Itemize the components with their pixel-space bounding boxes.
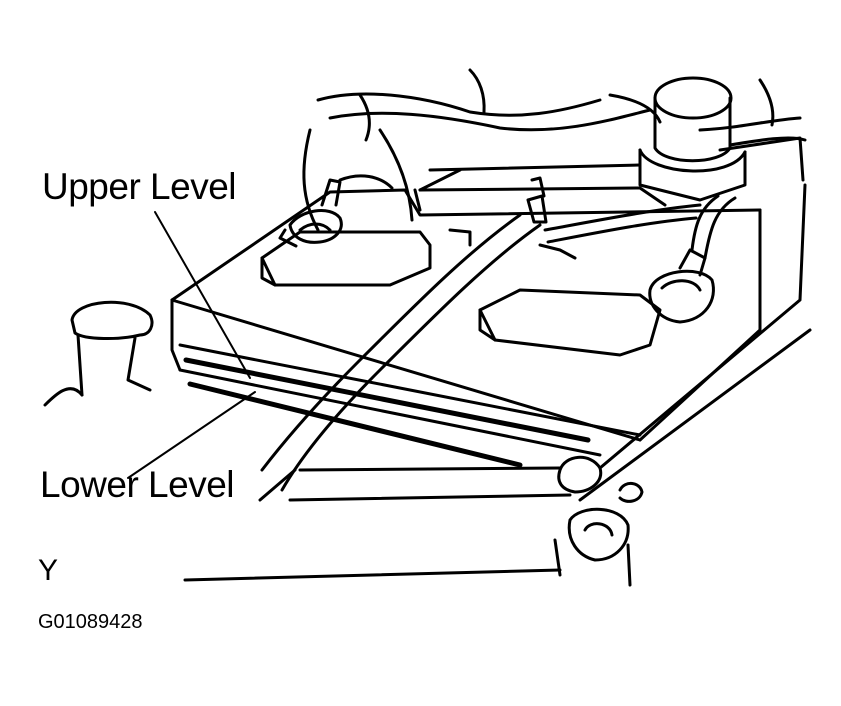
lower-level-label: Lower Level [40,464,235,505]
upper-level-label: Upper Level [42,166,237,207]
lower-level-line [187,381,523,468]
upper-leader-line [154,211,251,379]
hold-down-bar [260,176,702,492]
battery-case [170,186,762,457]
level-lines [127,211,591,479]
battery-tray [183,183,812,587]
positive-terminal [278,174,394,248]
figure-code: G01089428 [38,611,143,633]
engine-bay-lines [302,68,807,232]
negative-terminal [648,194,737,324]
reservoir-cap-left [43,300,154,407]
view-label: Y [38,554,59,587]
lower-leader-line [127,391,256,479]
upper-level-line [183,357,591,443]
reservoir-cap-rear [638,76,747,202]
